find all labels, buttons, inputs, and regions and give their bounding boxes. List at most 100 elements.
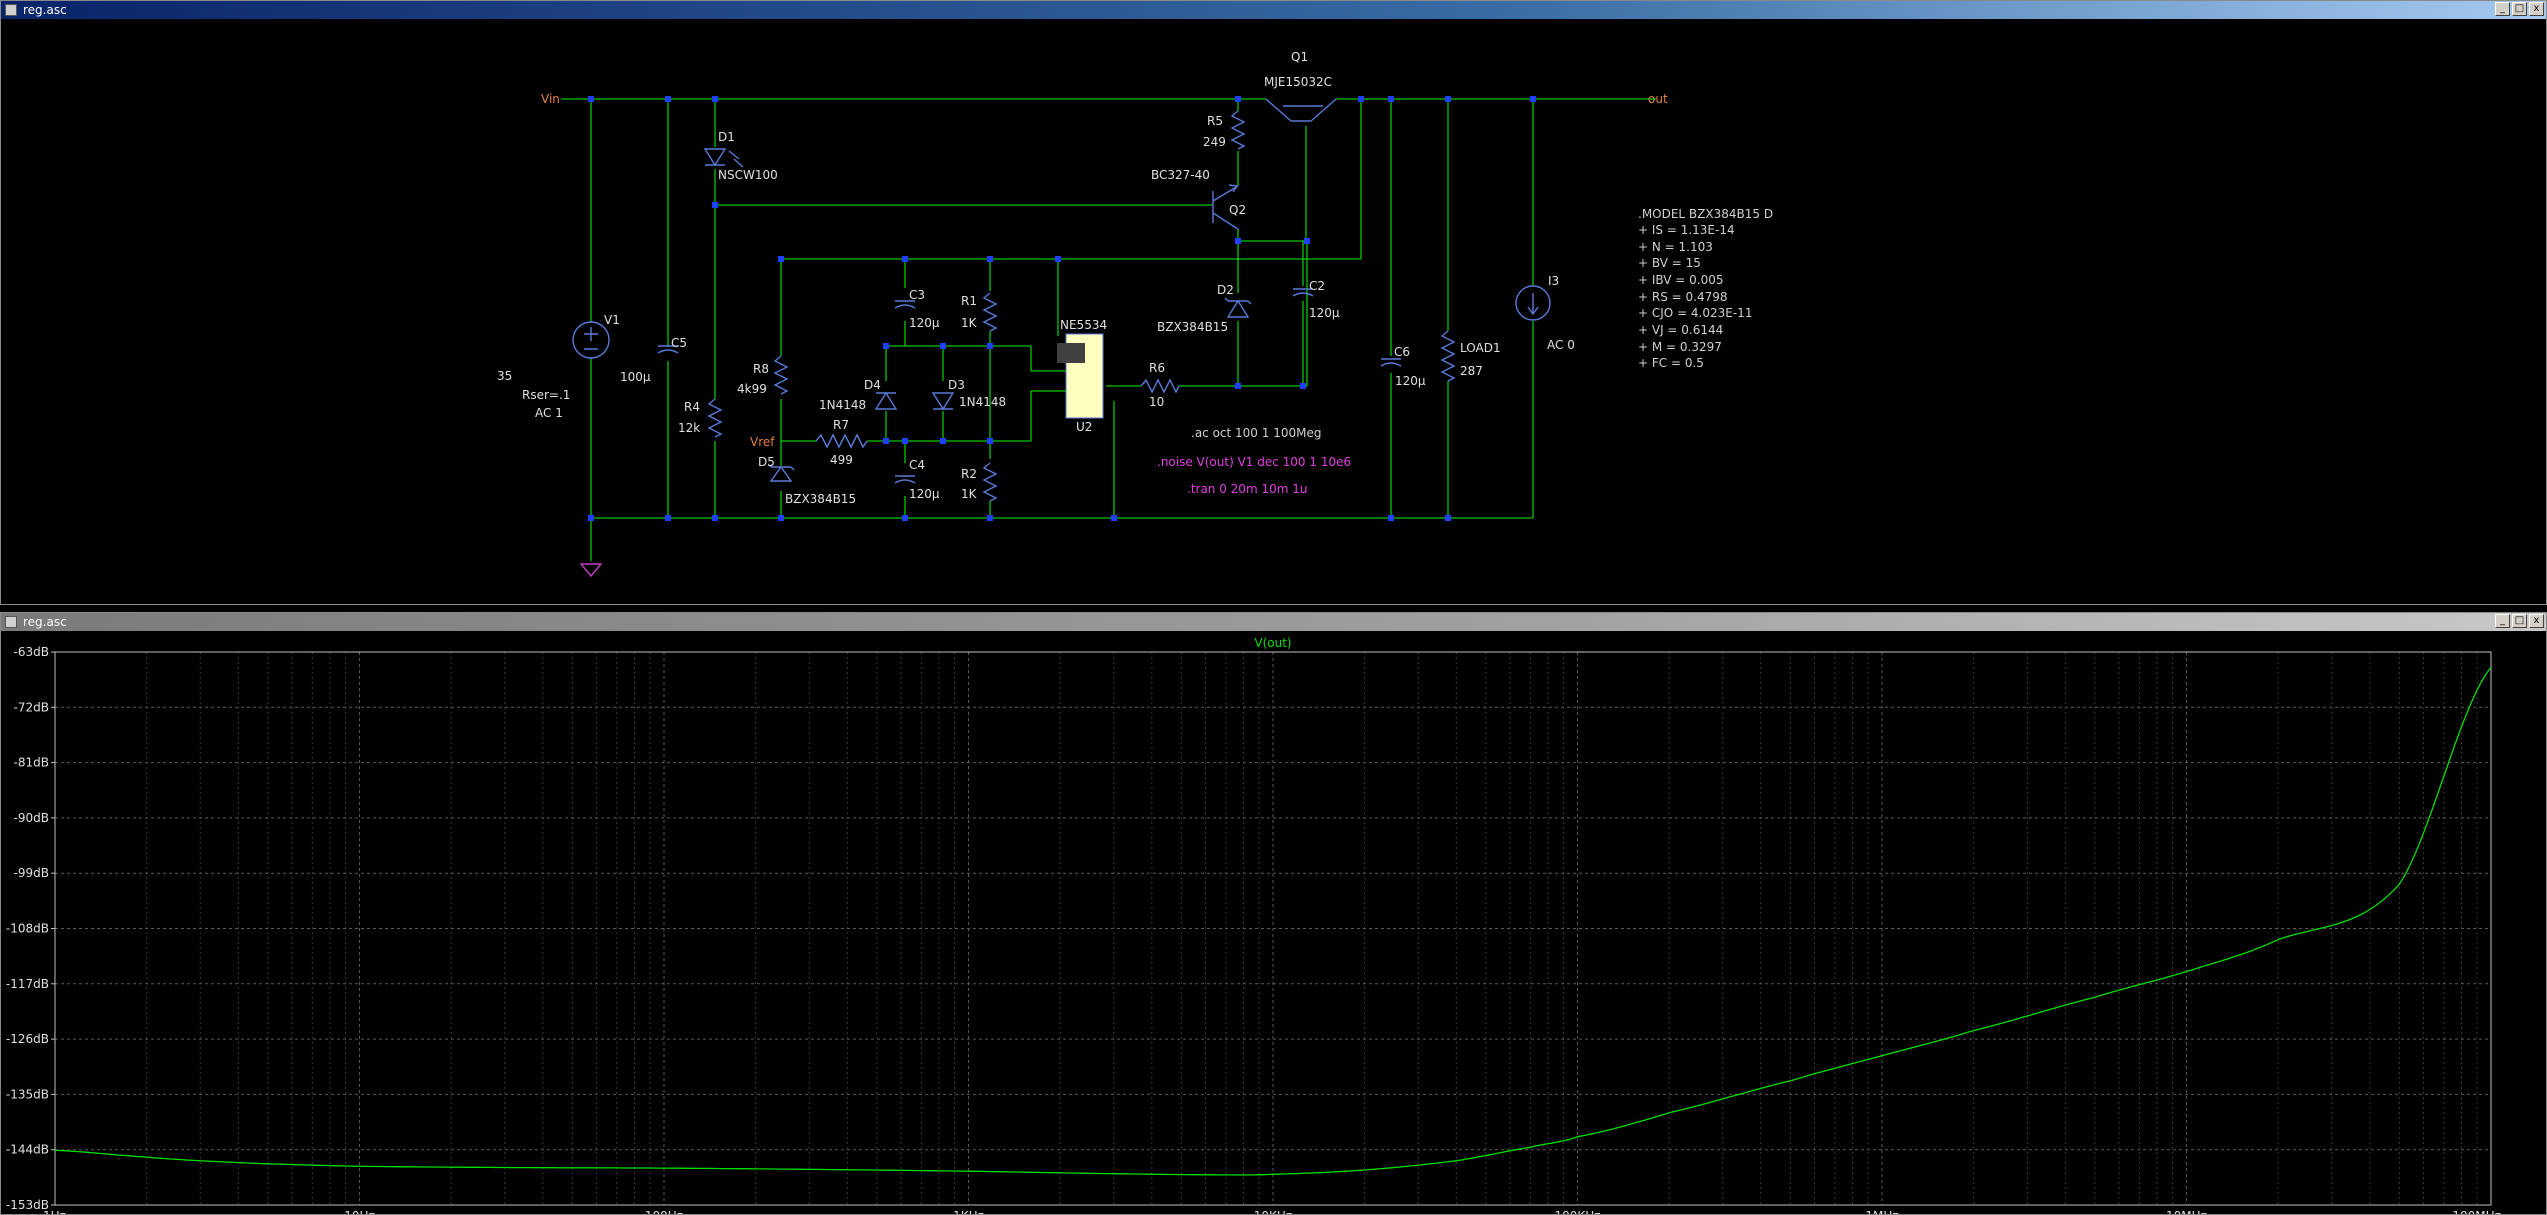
r8-value: 4k99 (737, 382, 767, 396)
minimize-button[interactable]: _ (2495, 614, 2510, 628)
r5-name: R5 (1207, 114, 1223, 128)
c5-value: 100µ (620, 370, 651, 384)
tran-directive[interactable]: .tran 0 20m 10m 1u (1187, 482, 1307, 496)
model-line: + CJO = 4.023E-11 (1638, 306, 1752, 320)
q2-name: Q2 (1229, 203, 1246, 217)
maximize-button[interactable]: □ (2512, 614, 2527, 628)
d2-value: BZX384B15 (1157, 320, 1228, 334)
v1-ac: AC 1 (535, 406, 563, 420)
d3-symbol (931, 392, 955, 411)
net-label-vin: Vin (541, 92, 560, 106)
u2-name: U2 (1076, 420, 1092, 434)
c6-value: 120µ (1395, 374, 1426, 388)
c5-symbol (657, 345, 679, 354)
plot-window-title: reg.asc (23, 615, 67, 629)
q1-name: Q1 (1291, 50, 1308, 64)
r4-symbol (707, 398, 723, 438)
i3-name: I3 (1548, 274, 1559, 288)
d3-name: D3 (948, 378, 965, 392)
d4-value: 1N4148 (819, 398, 866, 412)
plot-window: reg.asc _ □ x 1Hz10Hz100Hz1KHz10KHz100KH… (0, 612, 2547, 1215)
model-block[interactable]: .MODEL BZX384B15 D + IS = 1.13E-14 + N =… (1638, 207, 1773, 370)
r6-name: R6 (1149, 361, 1165, 375)
waveform-plot[interactable]: 1Hz10Hz100Hz1KHz10KHz100KHz1MHz10MHz100M… (1, 631, 2546, 1214)
y-tick-label: -153dB (6, 1198, 49, 1212)
q2-symbol (1212, 184, 1239, 230)
c5-name: C5 (671, 336, 687, 350)
q1-symbol (1265, 98, 1337, 122)
d1-symbol (703, 148, 744, 168)
model-line: + FC = 0.5 (1638, 356, 1704, 370)
series-line-vout[interactable] (54, 667, 2492, 1176)
r6-symbol (1140, 378, 1180, 394)
r4-name: R4 (684, 400, 700, 414)
close-button[interactable]: x (2529, 2, 2544, 16)
noise-directive[interactable]: .noise V(out) V1 dec 100 1 10e6 (1157, 455, 1351, 469)
c3-name: C3 (909, 288, 925, 302)
schematic-window-title: reg.asc (23, 3, 67, 17)
c6-name: C6 (1394, 345, 1410, 359)
x-tick-label: 1KHz (953, 1209, 984, 1214)
d1-name: D1 (718, 130, 735, 144)
r7-symbol (815, 433, 868, 449)
model-line: + N = 1.103 (1638, 240, 1713, 254)
x-tick-label: 100Hz (645, 1209, 683, 1214)
r6-value: 10 (1149, 395, 1164, 409)
q1-value: MJE15032C (1264, 75, 1332, 89)
model-line: + RS = 0.4798 (1638, 290, 1728, 304)
x-tick-label: 1MHz (1865, 1209, 1898, 1214)
component-symbols (572, 98, 1551, 502)
c6-symbol (1380, 358, 1402, 367)
schematic-window: reg.asc _ □ x (0, 0, 2547, 605)
model-line: + M = 0.3297 (1638, 340, 1722, 354)
c4-name: C4 (909, 458, 925, 472)
y-tick-label: -126dB (6, 1032, 49, 1046)
v1-value: 35 (497, 369, 512, 383)
r1-name: R1 (961, 294, 977, 308)
model-line: + BV = 15 (1638, 256, 1701, 270)
net-label-out: out (1648, 92, 1668, 106)
d2-name: D2 (1217, 283, 1234, 297)
v1-rser: Rser=.1 (522, 388, 570, 402)
u2-value: NE5534 (1060, 318, 1107, 332)
c2-value: 120µ (1309, 306, 1340, 320)
r7-name: R7 (833, 418, 849, 432)
load1-value: 287 (1460, 364, 1483, 378)
close-button[interactable]: x (2529, 614, 2544, 628)
x-tick-label: 100KHz (1554, 1209, 1600, 1214)
r8-symbol (773, 355, 789, 395)
schematic-canvas[interactable]: Vin out Vref Q1 MJE15032C R5 249 BC327-4… (1, 19, 2546, 604)
d1-value: NSCW100 (718, 168, 778, 182)
schematic-title-bar[interactable]: reg.asc _ □ x (1, 1, 2546, 19)
i3-value: AC 0 (1547, 338, 1575, 352)
load1-name: LOAD1 (1460, 341, 1501, 355)
d5-symbol (767, 463, 795, 482)
x-tick-label: 100MHz (2452, 1209, 2501, 1214)
u2-pin-label-area (1057, 343, 1085, 363)
r5-value: 249 (1203, 135, 1226, 149)
d5-name: D5 (758, 455, 775, 469)
y-tick-label: -72dB (14, 700, 49, 714)
ac-directive[interactable]: .ac oct 100 1 100Meg (1191, 426, 1321, 440)
y-tick-label: -99dB (14, 866, 49, 880)
junction-dots (588, 96, 1536, 521)
model-line: + IBV = 0.005 (1638, 273, 1724, 287)
r2-name: R2 (961, 467, 977, 481)
r2-symbol (982, 462, 998, 502)
d4-symbol (874, 391, 898, 410)
y-tick-label: -90dB (14, 811, 49, 825)
v1-symbol (572, 321, 610, 359)
plot-title-bar[interactable]: reg.asc _ □ x (1, 613, 2546, 631)
y-tick-label: -144dB (6, 1143, 49, 1157)
trace-title[interactable]: V(out) (1254, 636, 1291, 650)
x-tick-label: 10Hz (344, 1209, 375, 1214)
maximize-button[interactable]: □ (2512, 2, 2527, 16)
document-icon (5, 4, 17, 16)
y-tick-label: -63dB (14, 645, 49, 659)
r7-value: 499 (830, 453, 853, 467)
model-line: + IS = 1.13E-14 (1638, 223, 1735, 237)
plot-frame (54, 651, 2492, 1206)
minimize-button[interactable]: _ (2495, 2, 2510, 16)
d5-value: BZX384B15 (785, 492, 856, 506)
r1-value: 1K (961, 316, 978, 330)
